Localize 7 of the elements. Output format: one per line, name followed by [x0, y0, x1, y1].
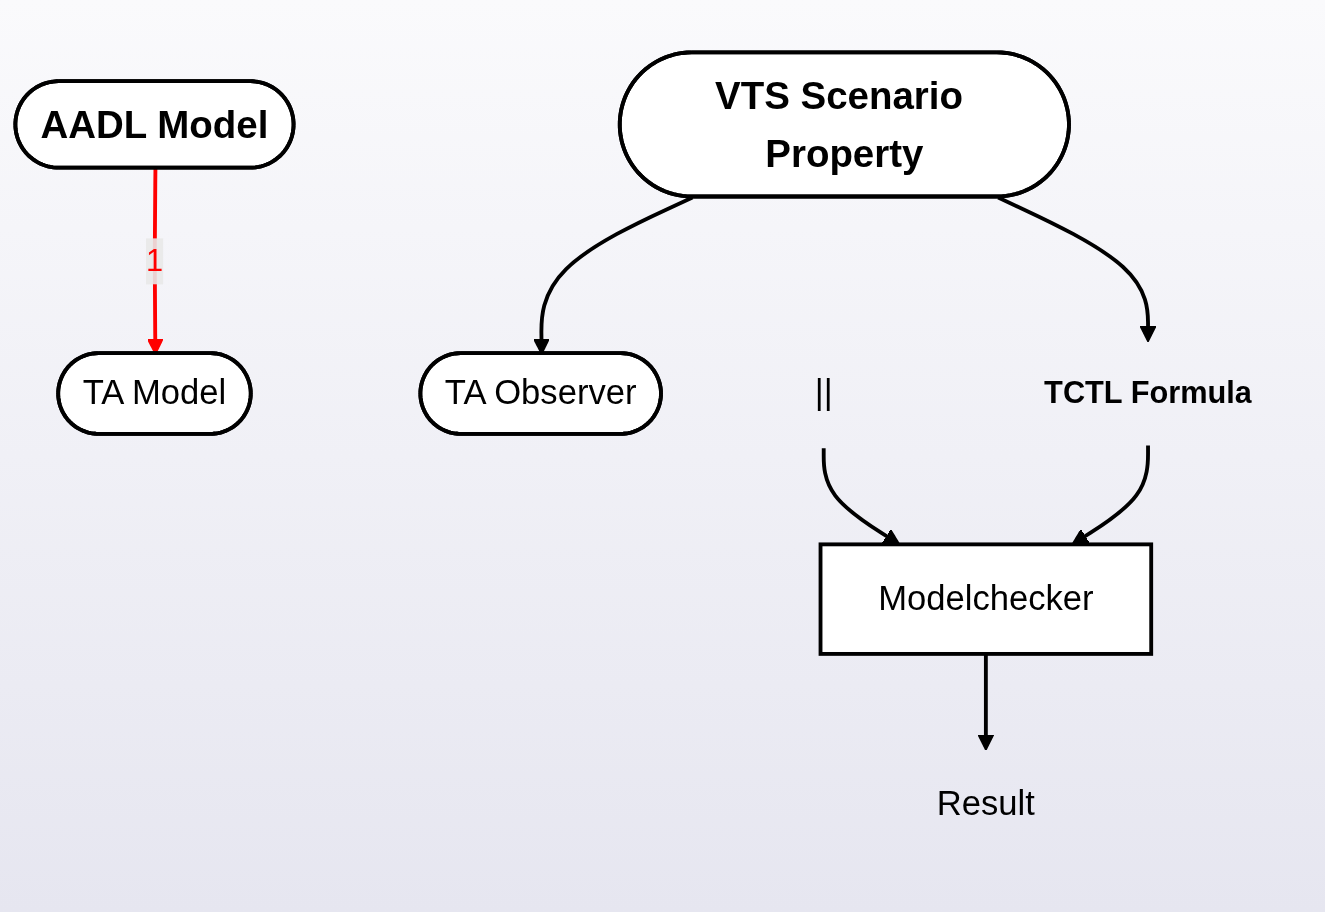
node-text: Result: [936, 784, 1035, 824]
edge-label: 1: [145, 244, 164, 277]
node-text: ||: [814, 373, 833, 412]
node-text: TCTL Formula: [1044, 376, 1252, 409]
arrow: [997, 195, 1157, 343]
node-box: Modelchecker: [818, 542, 1154, 656]
arrow: [977, 653, 995, 751]
